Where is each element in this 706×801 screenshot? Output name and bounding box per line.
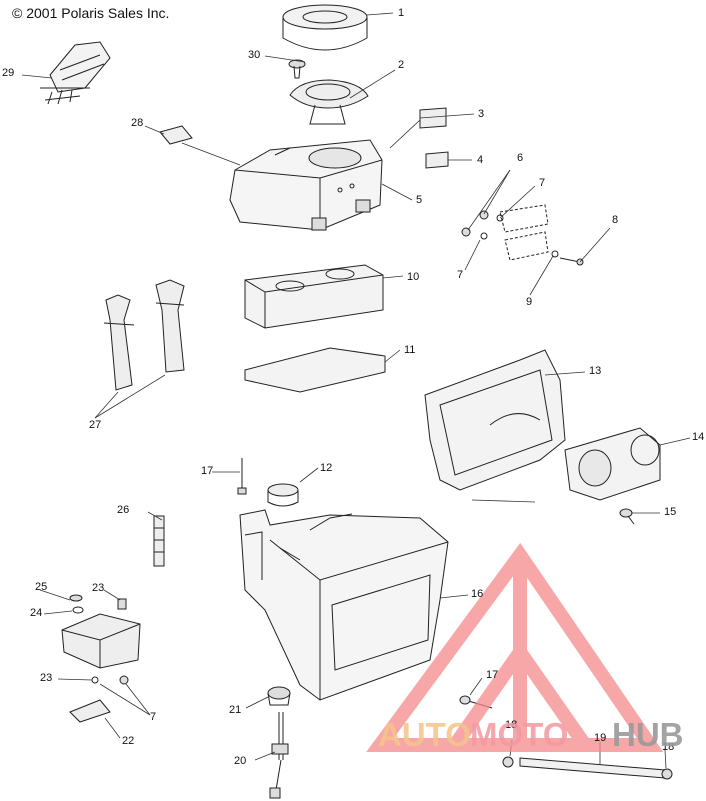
part-decal-3: [419, 107, 447, 129]
callout-26: 26: [117, 504, 130, 516]
callout-25: 25: [35, 581, 48, 593]
callout-15: 15: [664, 506, 677, 518]
leader-lines: [21, 12, 691, 769]
callout-22: 22: [122, 735, 135, 747]
callout-13: 13: [589, 365, 602, 377]
part-drain-20: [269, 712, 289, 799]
copyright-notice: © 2001 Polaris Sales Inc.: [12, 5, 170, 21]
callout-9: 9: [526, 296, 533, 308]
part-duct-14: [564, 427, 661, 501]
part-push-pin-30: [288, 59, 306, 79]
part-decal-28: [159, 125, 193, 145]
part-hardware-6-9: [461, 204, 584, 266]
part-adapter-2: [289, 79, 369, 125]
watermark-text-auto: AUTO: [378, 716, 471, 753]
callout-21: 21: [229, 704, 242, 716]
watermark-text-moto: MOTO: [470, 716, 569, 753]
callout-11: 11: [404, 344, 416, 356]
callout-23-top: 23: [92, 582, 105, 594]
callout-16: 16: [471, 588, 484, 600]
part-cap-12: [267, 483, 299, 507]
callout-30: 30: [248, 49, 261, 61]
callout-18-left: 18: [505, 719, 518, 731]
part-screw-15: [619, 508, 635, 525]
watermark-text-hub: HUB: [612, 716, 684, 753]
callout-19: 19: [594, 732, 607, 744]
callout-28: 28: [131, 117, 144, 129]
part-lid-13: [424, 349, 566, 491]
part-strap-26: [153, 515, 165, 567]
callout-1: 1: [398, 7, 405, 19]
callout-7-lower: 7: [150, 711, 157, 723]
callout-24: 24: [30, 607, 43, 619]
part-bracket-29: [40, 41, 111, 105]
part-gasket-11: [244, 347, 386, 393]
callout-6: 6: [517, 152, 524, 164]
callout-12: 12: [320, 462, 333, 474]
callout-29: 29: [2, 67, 15, 79]
callout-17-lower: 17: [486, 669, 499, 681]
callout-18-right: 18: [662, 741, 675, 753]
watermark-logo: [366, 542, 664, 752]
callout-14: 14: [692, 431, 705, 443]
callout-2: 2: [398, 59, 405, 71]
part-grommet-21: [267, 686, 291, 706]
callout-17-upper: 17: [201, 465, 214, 477]
part-airbox-16: [239, 509, 449, 701]
part-filter-10: [244, 264, 384, 329]
part-decal-4: [425, 151, 449, 169]
callout-8: 8: [612, 214, 619, 226]
callout-20: 20: [234, 755, 247, 767]
callout-27: 27: [89, 419, 102, 431]
part-rod-19: [502, 756, 673, 780]
callout-23-left: 23: [40, 672, 53, 684]
callout-4: 4: [477, 154, 484, 166]
callout-10: 10: [407, 271, 420, 283]
callout-5: 5: [416, 194, 423, 206]
part-boots-27: [103, 279, 185, 391]
callout-7-left: 7: [457, 269, 464, 281]
part-foam-ring-1: [282, 4, 368, 51]
callout-7-upper: 7: [539, 177, 546, 189]
part-airbox-cover-5: [229, 139, 383, 231]
part-control-unit-22-25: [61, 594, 141, 723]
part-bolt-17-top: [237, 458, 247, 495]
callout-3: 3: [478, 108, 485, 120]
